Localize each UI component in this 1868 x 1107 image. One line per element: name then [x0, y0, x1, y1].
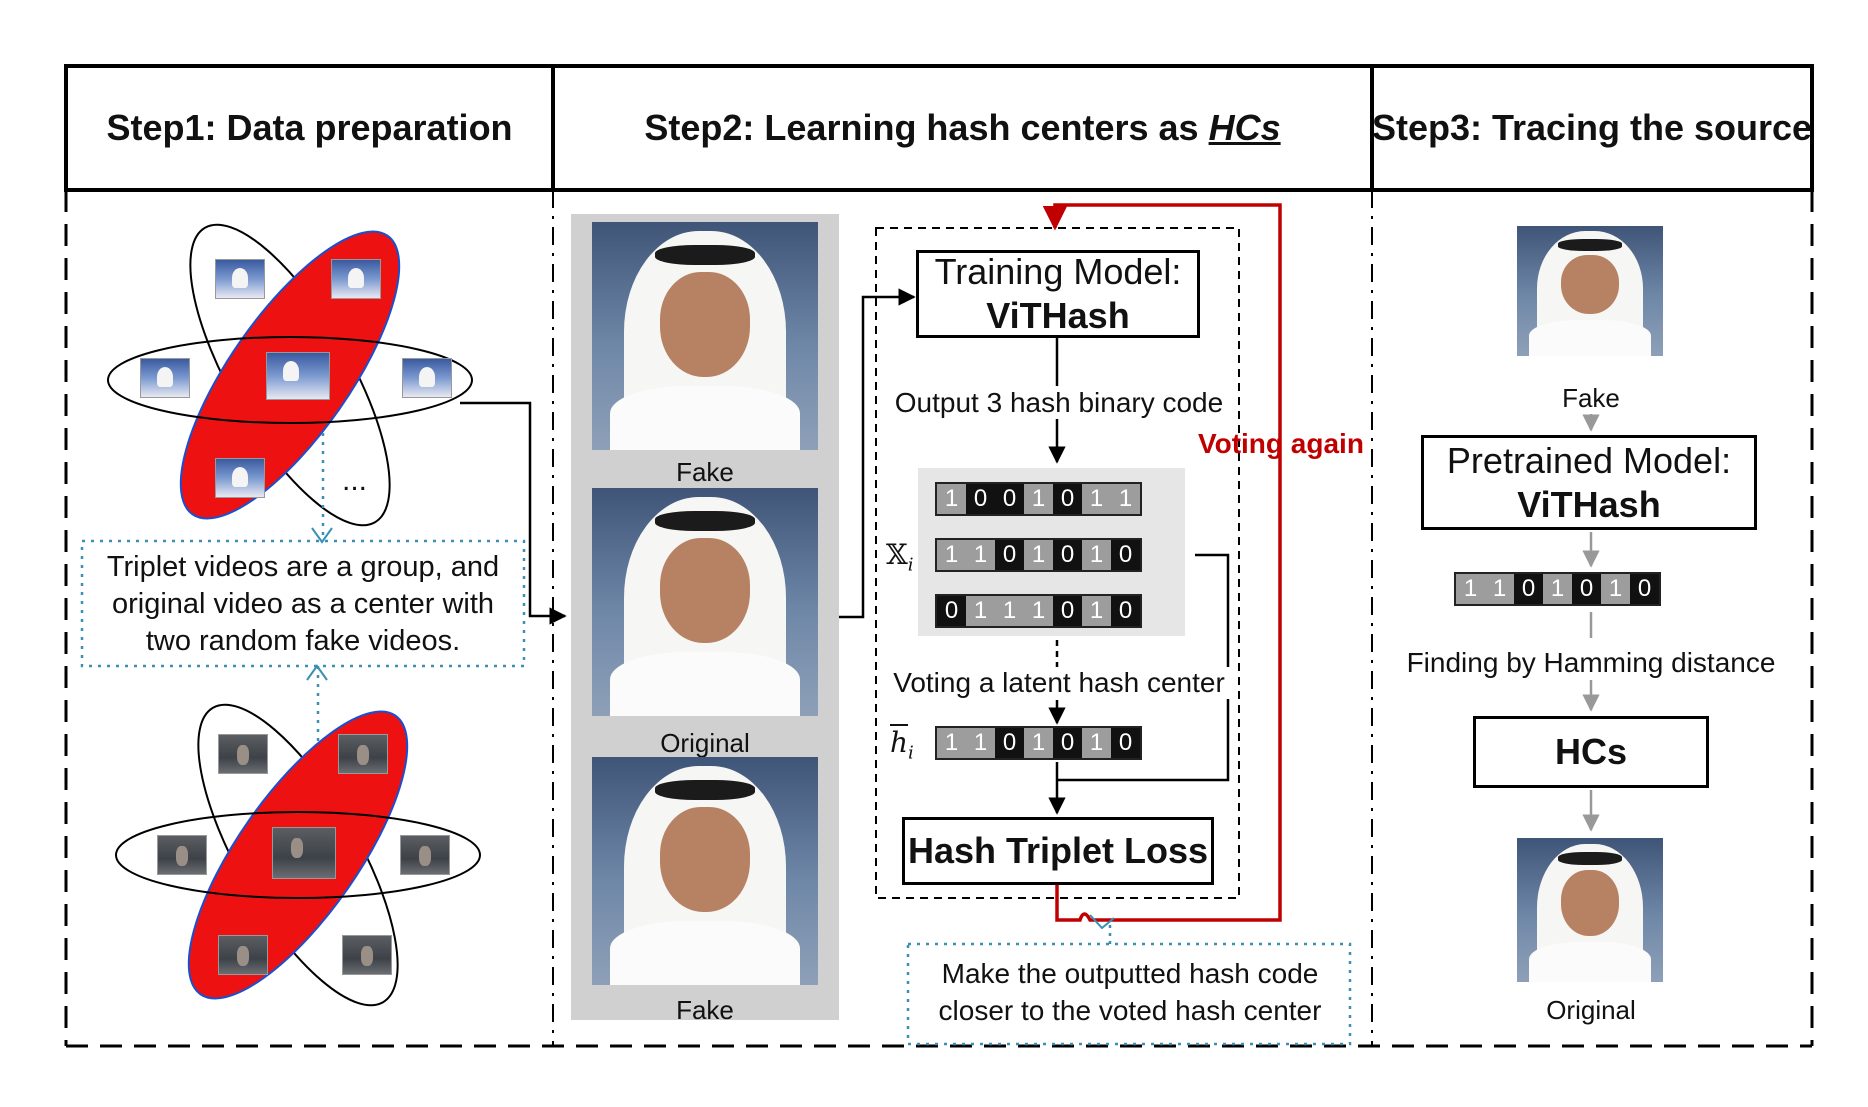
hash-bit: 0 — [1111, 728, 1140, 758]
hash-bit: 1 — [1082, 596, 1111, 626]
video-thumbnail — [338, 734, 388, 774]
video-thumbnail — [218, 734, 268, 774]
hash-bit: 1 — [1024, 540, 1053, 570]
hash-bit: 1 — [937, 540, 966, 570]
hash-bit: 0 — [1053, 540, 1082, 570]
x-symbol: 𝕏i — [886, 538, 914, 576]
step1-header: Step1: Data preparation — [106, 107, 513, 148]
hash-bit: 0 — [1111, 596, 1140, 626]
ellipsis-label: ... — [342, 464, 368, 497]
retrieved-original-label: Original — [1546, 995, 1636, 1025]
finding-label: Finding by Hamming distance — [1402, 647, 1780, 679]
video-thumbnail — [402, 358, 452, 398]
hcs-box: HCs — [1473, 716, 1709, 788]
video-thumbnail — [331, 259, 381, 299]
query-fake-frame — [1517, 226, 1663, 356]
video-thumbnail — [215, 458, 265, 498]
fake-frame-1 — [592, 222, 818, 450]
step3-header: Step3: Tracing the source — [1371, 107, 1813, 148]
hash-bit: 1 — [937, 484, 966, 514]
hash-bit: 0 — [1514, 574, 1543, 604]
step1-note-frame — [80, 539, 526, 668]
center-video-thumbnail — [272, 827, 336, 879]
hash-bit: 1 — [1082, 728, 1111, 758]
query-fake-label: Fake — [1521, 383, 1661, 414]
hash-bit: 0 — [937, 596, 966, 626]
hash-bit: 1 — [1024, 484, 1053, 514]
video-thumbnail — [218, 935, 268, 975]
hash-bit: 0 — [1053, 596, 1082, 626]
voting-label: Voting a latent hash center — [884, 667, 1234, 699]
hash-triplet-loss-box: Hash Triplet Loss — [902, 817, 1214, 885]
hash-bit: 1 — [1456, 574, 1485, 604]
hash-bit: 1 — [937, 728, 966, 758]
hash-bit: 0 — [1572, 574, 1601, 604]
hash-bit: 1 — [1024, 596, 1053, 626]
frame-label-1: Fake — [676, 457, 734, 487]
video-thumbnail — [400, 835, 450, 875]
hash-bit: 1 — [966, 728, 995, 758]
hash-bit: 1 — [995, 596, 1024, 626]
original-frame — [592, 488, 818, 716]
step2-note: Make the outputted hash code closer to t… — [938, 958, 1322, 1026]
voting-again-loop — [1042, 203, 1282, 922]
hash-bit: 1 — [966, 596, 995, 626]
video-thumbnail — [342, 935, 392, 975]
h-symbol: hi — [890, 726, 914, 764]
step1-note: Triplet videos are a group, and original… — [106, 551, 500, 657]
hash-bit: 1 — [1024, 728, 1053, 758]
frame-label-3: Fake — [676, 995, 734, 1025]
hash-bit: 0 — [1630, 574, 1659, 604]
frame-label-2: Original — [660, 728, 750, 758]
hash-bit: 0 — [1053, 728, 1082, 758]
hash-bit: 1 — [1543, 574, 1572, 604]
hash-bit: 1 — [1082, 540, 1111, 570]
hash-bit: 1 — [1111, 484, 1140, 514]
hash-bit: 0 — [995, 484, 1024, 514]
video-thumbnail — [140, 358, 190, 398]
hash-bit: 1 — [1082, 484, 1111, 514]
hash-bit: 0 — [1053, 484, 1082, 514]
hash-bit: 0 — [995, 728, 1024, 758]
output-label: Output 3 hash binary code — [886, 387, 1232, 419]
hash-bit: 1 — [1601, 574, 1630, 604]
hash-bit: 0 — [966, 484, 995, 514]
hash-bit: 0 — [1111, 540, 1140, 570]
frames-to-model-arrow — [839, 288, 916, 619]
pretrained-model-box: Pretrained Model: ViTHash — [1421, 435, 1757, 530]
voting-again-label: Voting again — [1198, 428, 1364, 459]
training-model-box: Training Model: ViTHash — [916, 250, 1200, 338]
fake-frame-2 — [592, 757, 818, 985]
group-to-frames-arrow — [460, 401, 567, 625]
step2-header: Step2: Learning hash centers as HCs — [644, 107, 1281, 148]
video-thumbnail — [215, 259, 265, 299]
hash-bit: 1 — [1485, 574, 1514, 604]
retrieved-original-frame — [1517, 838, 1663, 982]
video-thumbnail — [157, 835, 207, 875]
header-frame — [64, 64, 1814, 192]
center-video-thumbnail — [266, 352, 330, 400]
hash-bit: 0 — [995, 540, 1024, 570]
hash-bit: 1 — [966, 540, 995, 570]
